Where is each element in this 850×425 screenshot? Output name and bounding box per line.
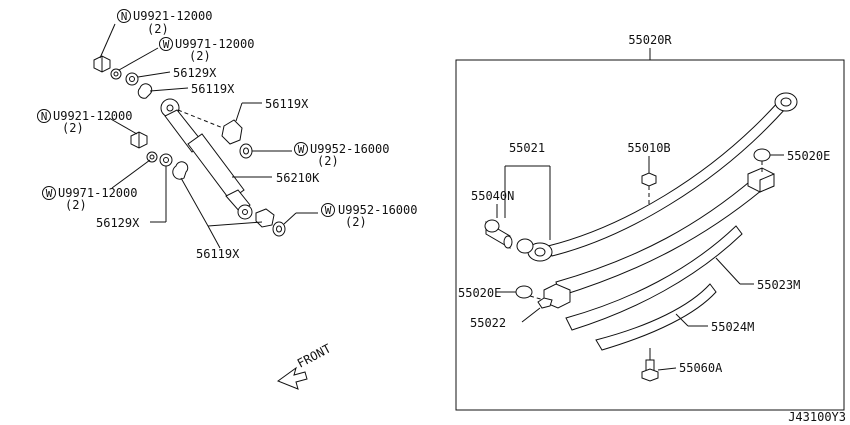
- label-u9952-top: U9952-16000: [310, 142, 389, 156]
- label-55040n: 55040N: [471, 189, 514, 203]
- nut-55010b: [641, 172, 657, 206]
- label-56129x-top: 56129X: [173, 66, 217, 80]
- leader-56119x-low-c: [207, 225, 221, 249]
- label-55020e-left: 55020E: [458, 286, 501, 300]
- leader-u9971-low: [111, 159, 151, 189]
- leader-56129x-top: [137, 71, 171, 78]
- label-u9921-top-qty: (2): [147, 22, 169, 36]
- leaf-spring-main: [516, 92, 798, 262]
- svg-text:W: W: [298, 143, 305, 156]
- bolt-55022: [537, 297, 553, 309]
- assembly-frame: [455, 59, 845, 411]
- leaf-spring-55024m: [595, 283, 717, 351]
- label-56129x-low: 56129X: [96, 216, 140, 230]
- bushing-56129x-low: [159, 153, 173, 167]
- leader-56119x-mid: [235, 102, 243, 122]
- bushing-55040n: [484, 219, 513, 249]
- svg-text:N: N: [121, 10, 128, 23]
- svg-text:W: W: [46, 187, 53, 200]
- label-55022: 55022: [470, 316, 506, 330]
- label-u9971-low-qty: (2): [65, 198, 87, 212]
- nut-u9921-top: [93, 55, 111, 73]
- diagram-code: J43100Y3: [788, 410, 846, 424]
- label-front: FRONT: [295, 341, 333, 370]
- leader-u9921-top: [99, 23, 116, 59]
- washer-badge-low: W: [42, 186, 56, 200]
- label-u9921-top: U9921-12000: [133, 9, 212, 23]
- washer-badge-u9952-low: W: [321, 203, 335, 217]
- leader-55021: [504, 165, 551, 240]
- leader-55060a: [657, 367, 677, 371]
- bushing-56119x-mid: [221, 119, 243, 145]
- label-55020r: 55020R: [628, 33, 672, 47]
- shock-absorber: [160, 98, 253, 220]
- label-55010b: 55010B: [627, 141, 670, 155]
- bushing-56119x-top: [137, 83, 153, 99]
- label-u9952-low: U9952-16000: [338, 203, 417, 217]
- label-u9921-mid: U9921-12000: [53, 109, 132, 123]
- label-55023m: 55023M: [757, 278, 800, 292]
- svg-text:W: W: [325, 204, 332, 217]
- leader-u9971-top: [118, 47, 159, 71]
- washer-badge-u9952-top: W: [294, 142, 308, 156]
- label-u9971-low: U9971-12000: [58, 186, 137, 200]
- label-56210k: 56210K: [276, 171, 320, 185]
- leader-56119x-top: [149, 87, 189, 92]
- label-u9971-top-qty: (2): [189, 49, 211, 63]
- bushing-56119x-low-left: [172, 161, 189, 180]
- leaf-spring-55023m: [565, 225, 743, 331]
- leader-u9921-mid: [108, 117, 138, 135]
- washer-badge-top: W: [159, 37, 173, 51]
- label-u9952-low-qty: (2): [345, 215, 367, 229]
- pad-55020e-right: [753, 148, 771, 172]
- pad-55020e-left: [515, 285, 545, 301]
- leader-56119x-low-a: [180, 177, 209, 227]
- nut-badge-mid: N: [37, 109, 51, 123]
- svg-text:W: W: [163, 38, 170, 51]
- leader-u9952-low: [283, 212, 297, 225]
- leader-56119x-low-b: [207, 221, 263, 227]
- washer-u9971-low: [146, 151, 158, 163]
- label-56119x-top: 56119X: [191, 82, 235, 96]
- label-56119x-low: 56119X: [196, 247, 240, 261]
- label-u9921-mid-qty: (2): [62, 121, 84, 135]
- washer-u9952-low: [272, 221, 286, 237]
- front-arrow-icon: [276, 366, 308, 390]
- leader-55024m: [675, 313, 689, 327]
- washer-u9952-top: [239, 143, 253, 159]
- leaf-clip-right: [747, 167, 775, 193]
- center-bolt-55060a: [641, 348, 659, 382]
- bushing-56119x-low-right: [255, 208, 275, 228]
- nut-u9921-mid: [130, 131, 148, 149]
- nut-badge-top: N: [117, 9, 131, 23]
- label-55024m: 55024M: [711, 320, 754, 334]
- label-u9971-top: U9971-12000: [175, 37, 254, 51]
- label-55021: 55021: [509, 141, 545, 155]
- label-55060a: 55060A: [679, 361, 723, 375]
- label-55020e-right: 55020E: [787, 149, 830, 163]
- svg-text:N: N: [41, 110, 48, 123]
- bushing-56129x-top: [125, 72, 139, 86]
- leader-55022: [521, 307, 541, 323]
- label-56119x-mid: 56119X: [265, 97, 309, 111]
- label-u9952-top-qty: (2): [317, 154, 339, 168]
- washer-u9971-top: [110, 68, 122, 80]
- leader-55023m: [715, 257, 741, 285]
- dash-shock-bushing: [177, 109, 229, 131]
